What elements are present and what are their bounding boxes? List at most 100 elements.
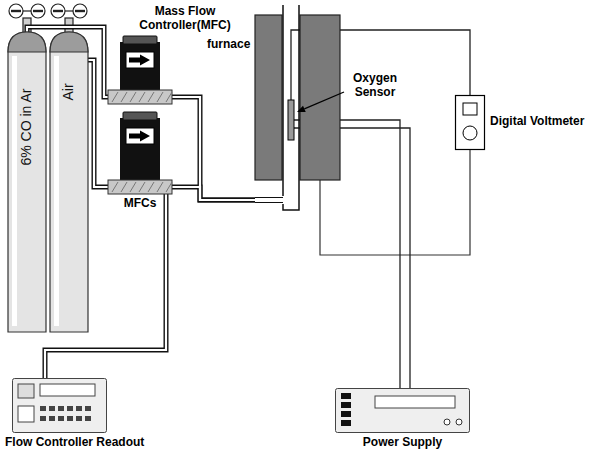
device-label: Air [62,83,76,100]
base-hatch [166,182,172,192]
device-button [341,402,351,408]
device-label: MFCs [108,197,172,211]
device-button [58,416,64,421]
apparatus-detail [51,4,65,18]
mfc-cap [123,112,157,120]
device-button [341,411,351,417]
oxygen-sensor: Oxygen Sensor [288,100,294,140]
digital-voltmeter: Digital Voltmeter [455,95,485,150]
leader-line [304,92,344,109]
device-button [67,416,73,421]
base-hatch [139,182,145,192]
oxygen-sensor-outline [288,100,294,140]
mfc-base [108,90,172,104]
device-button [76,416,82,421]
device-label: Power Supply [335,436,470,450]
device-label: Oxygen Sensor [348,72,402,99]
cylinder-highlight [12,56,17,326]
gas-line-bore [172,97,255,200]
apparatus-detail [33,10,43,12]
device-panel [18,384,34,398]
mfc-base [108,180,172,194]
power-supply-outline [335,388,470,433]
mfc-body [120,118,160,180]
cylinder-body [8,32,46,332]
mfc-window [126,128,154,144]
base-hatch [121,92,127,102]
connector-outer [27,27,470,388]
gas-cylinder: Air [50,32,88,332]
device-label: Digital Voltmeter [490,115,584,129]
terminal [444,419,450,425]
device-button [85,416,91,421]
gas-line [172,187,255,200]
gas-line-bore [88,60,108,187]
digital-voltmeter-outline [455,95,485,150]
leader-arrowhead [297,106,306,112]
base-hatch [130,182,136,192]
furnace-body [300,15,340,180]
mass-flow-controller-outline [108,112,172,194]
base-hatch [121,182,127,192]
terminal [456,419,462,425]
device-button [40,416,46,421]
device-button [49,416,55,421]
mfc-cap [123,36,157,44]
device-button [58,406,64,411]
device-panel [18,406,34,422]
device-label: 6% CO in Ar [20,88,34,165]
flow-arrow [129,55,150,66]
gas-cylinder: 6% CO in Ar [8,32,46,332]
sensor-element [288,100,294,140]
gas-line-bore [172,187,255,200]
apparatus-detail [73,4,87,18]
base-hatch [148,92,154,102]
mass-flow-controller: Mass Flow Controller(MFC) [108,36,172,104]
apparatus-detail [75,10,85,12]
mfc-window [126,52,154,68]
mass-flow-controller: MFCs [108,112,172,194]
flow-controller-readout: Flow Controller Readout [12,378,107,433]
device-button [341,420,351,426]
base-hatch [112,92,118,102]
base-hatch [157,182,163,192]
base-hatch [112,182,118,192]
connector-inner [27,27,255,378]
cylinder-shoulder [50,32,88,52]
device-display [40,384,95,396]
device-label: furnace [207,38,250,52]
device-display [375,396,455,408]
device-label: Mass Flow Controller(MFC) [133,5,237,32]
furnace-outline [255,5,340,215]
gas-cylinder-outline [50,32,88,332]
gas-cylinder-outline [8,32,46,332]
base-hatch [166,92,172,102]
furnace-tube [283,5,299,210]
meter-knob [463,126,477,140]
gas-inlet [255,198,283,203]
cylinder-highlight [54,56,59,326]
device-button [40,406,46,411]
apparatus-detail [31,4,45,18]
base-hatch [139,92,145,102]
base-hatch [130,92,136,102]
flow-arrow [129,131,150,142]
base-hatch [157,92,163,102]
device-button [49,406,55,411]
base-hatch [148,182,154,192]
mass-flow-controller-outline [108,36,172,104]
device-button [85,406,91,411]
flow-controller-readout-outline [12,378,107,433]
furnace-body [255,15,282,180]
cylinder-shoulder [8,32,46,52]
apparatus-detail [9,4,23,18]
meter-display [463,103,477,115]
gas-line [172,97,255,200]
device-button [67,406,73,411]
mfc-body [120,42,160,90]
device-case [336,389,470,433]
apparatus-detail [53,10,63,12]
device-button [76,406,82,411]
